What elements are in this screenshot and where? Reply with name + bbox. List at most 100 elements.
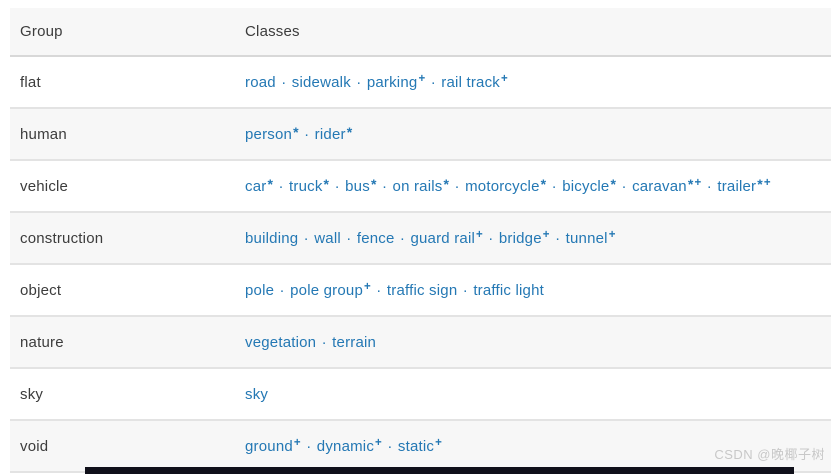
- class-link-traffic-sign[interactable]: traffic sign: [386, 281, 458, 299]
- table-row-construction: construction building · wall · fence · gu…: [10, 213, 831, 265]
- classes-table: Group Classes flat road · sidewalk · park…: [10, 8, 831, 473]
- class-link-fence[interactable]: fence: [356, 229, 395, 247]
- group-cell: nature: [20, 333, 64, 351]
- separator-dot: ·: [371, 281, 386, 299]
- separator-dot: ·: [382, 437, 397, 455]
- asterisk-superscript: *: [267, 175, 274, 192]
- class-link-parking[interactable]: parking+: [366, 72, 426, 91]
- asterisk-superscript: *: [323, 175, 330, 192]
- separator-dot: ·: [301, 437, 316, 455]
- classes-cell: road · sidewalk · parking+ · rail track+: [245, 72, 831, 91]
- separator-dot: ·: [377, 177, 392, 195]
- separator-dot: ·: [450, 177, 465, 195]
- class-link-person[interactable]: person*: [245, 123, 299, 143]
- plus-superscript: +: [763, 176, 771, 189]
- group-cell: human: [20, 125, 67, 143]
- class-link-bicycle[interactable]: bicycle*: [562, 175, 617, 195]
- group-cell: flat: [20, 73, 41, 91]
- class-link-pole[interactable]: pole: [245, 281, 275, 299]
- asterisk-superscript: *: [757, 175, 763, 192]
- class-link-road[interactable]: road: [245, 73, 276, 91]
- asterisk-superscript: *: [370, 175, 377, 192]
- separator-dot: ·: [702, 177, 717, 195]
- class-link-caravan[interactable]: caravan*+: [632, 175, 702, 195]
- classes-cell: building · wall · fence · guard rail+ · …: [245, 228, 831, 247]
- group-cell: void: [20, 437, 49, 455]
- group-cell: construction: [20, 229, 104, 247]
- separator-dot: ·: [550, 229, 565, 247]
- class-link-truck[interactable]: truck*: [289, 175, 330, 195]
- separator-dot: ·: [274, 177, 289, 195]
- class-link-dynamic[interactable]: dynamic+: [316, 436, 382, 455]
- class-link-car[interactable]: car*: [245, 175, 274, 195]
- class-link-on-rails[interactable]: on rails*: [392, 175, 450, 195]
- separator-dot: ·: [617, 177, 632, 195]
- plus-superscript: +: [694, 176, 702, 189]
- class-link-rider[interactable]: rider*: [314, 123, 353, 143]
- classes-cell: pole · pole group+ · traffic sign · traf…: [245, 280, 831, 299]
- plus-superscript: +: [500, 72, 508, 85]
- class-link-traffic-light[interactable]: traffic light: [473, 281, 544, 299]
- classes-cell: ground+ · dynamic+ · static+: [245, 436, 831, 455]
- class-link-sky[interactable]: sky: [245, 385, 269, 403]
- video-progress-bar[interactable]: [85, 467, 794, 474]
- separator-dot: ·: [330, 177, 345, 195]
- asterisk-superscript: *: [346, 123, 353, 140]
- class-link-rail-track[interactable]: rail track+: [441, 72, 508, 91]
- separator-dot: ·: [483, 229, 498, 247]
- separator-dot: ·: [275, 281, 290, 299]
- group-cell: sky: [20, 385, 44, 403]
- class-link-building[interactable]: building: [245, 229, 299, 247]
- classes-cell: person* · rider*: [245, 123, 831, 143]
- class-link-static[interactable]: static+: [397, 436, 443, 455]
- plus-superscript: +: [375, 436, 382, 449]
- table-body: flat road · sidewalk · parking+ · rail tr…: [10, 57, 831, 473]
- plus-superscript: +: [435, 436, 443, 449]
- class-link-pole-group[interactable]: pole group+: [290, 280, 371, 299]
- plus-superscript: +: [542, 228, 550, 241]
- class-link-wall[interactable]: wall: [314, 229, 341, 247]
- table-header-row: Group Classes: [10, 8, 831, 57]
- class-link-trailer[interactable]: trailer*+: [717, 175, 771, 195]
- plus-superscript: +: [364, 280, 371, 293]
- plus-superscript: +: [418, 72, 426, 85]
- separator-dot: ·: [351, 73, 366, 91]
- class-link-vegetation[interactable]: vegetation: [245, 333, 317, 351]
- plus-superscript: +: [608, 228, 616, 241]
- separator-dot: ·: [317, 333, 332, 351]
- asterisk-superscript: *: [443, 175, 450, 192]
- separator-dot: ·: [458, 281, 473, 299]
- separator-dot: ·: [276, 73, 291, 91]
- class-link-bridge[interactable]: bridge+: [498, 228, 550, 247]
- separator-dot: ·: [426, 73, 441, 91]
- table-row-human: human person* · rider*: [10, 109, 831, 161]
- table-row-void: void ground+ · dynamic+ · static+: [10, 421, 831, 473]
- separator-dot: ·: [341, 229, 356, 247]
- class-link-tunnel[interactable]: tunnel+: [565, 228, 616, 247]
- watermark: CSDN @晚椰子树: [714, 447, 825, 462]
- group-cell: vehicle: [20, 177, 69, 195]
- separator-dot: ·: [547, 177, 562, 195]
- class-link-sidewalk[interactable]: sidewalk: [291, 73, 351, 91]
- column-header-classes: Classes: [245, 23, 300, 40]
- asterisk-superscript: *: [540, 175, 547, 192]
- separator-dot: ·: [395, 229, 410, 247]
- class-link-motorcycle[interactable]: motorcycle*: [465, 175, 547, 195]
- classes-cell: vegetation · terrain: [245, 334, 831, 351]
- plus-superscript: +: [476, 228, 483, 241]
- table-row-vehicle: vehicle car* · truck* · bus* · on rails* …: [10, 161, 831, 213]
- separator-dot: ·: [299, 229, 314, 247]
- class-link-bus[interactable]: bus*: [345, 175, 377, 195]
- asterisk-superscript: *: [610, 175, 617, 192]
- asterisk-superscript: *: [293, 123, 299, 140]
- table-row-sky: sky sky: [10, 369, 831, 421]
- table-row-flat: flat road · sidewalk · parking+ · rail tr…: [10, 57, 831, 109]
- plus-superscript: +: [293, 436, 301, 449]
- separator-dot: ·: [299, 125, 314, 143]
- class-link-guard-rail[interactable]: guard rail+: [410, 228, 483, 247]
- classes-cell: car* · truck* · bus* · on rails* · motor…: [245, 175, 831, 195]
- column-header-group: Group: [20, 23, 63, 40]
- class-link-ground[interactable]: ground+: [245, 436, 301, 455]
- class-link-terrain[interactable]: terrain: [332, 333, 377, 351]
